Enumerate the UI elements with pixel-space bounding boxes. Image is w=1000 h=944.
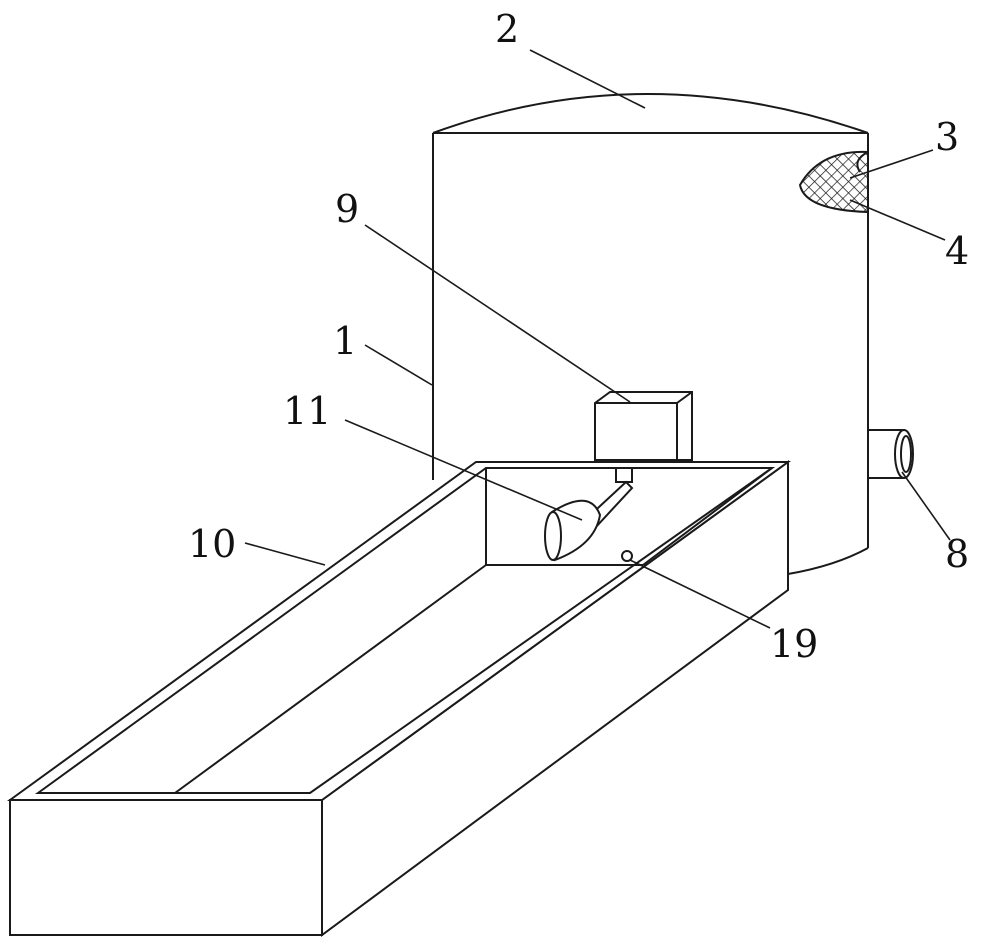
scoop [544,467,634,562]
label-scoop: 11 [283,389,332,433]
label-tank: 1 [333,319,358,363]
label-outlet-pipe: 8 [945,532,970,576]
label-dome-cover: 2 [495,7,520,51]
label-trough: 10 [188,522,237,566]
hole [621,550,633,562]
label-vent: 3 [935,115,960,159]
label-hole: 19 [770,622,819,666]
leader-lines [244,49,951,629]
label-motor-box: 9 [335,187,360,231]
motor-box [594,391,693,462]
vent-mesh [798,150,869,214]
outlet-pipe [867,429,914,479]
label-mesh: 4 [945,229,970,273]
trough [6,460,792,937]
